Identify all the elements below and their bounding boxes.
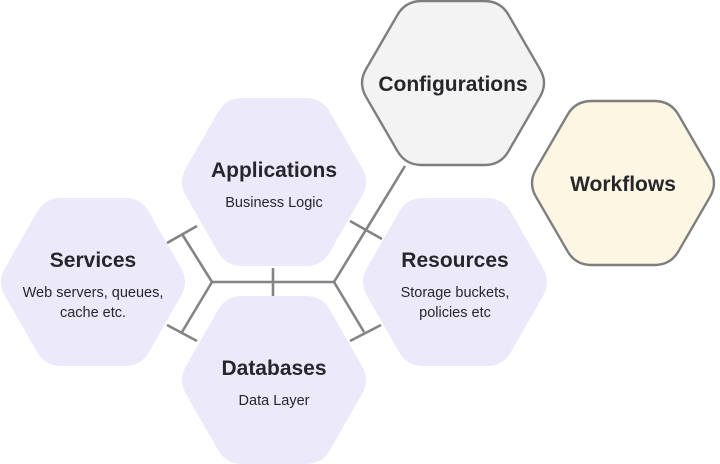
hex-shape-applications xyxy=(181,98,367,266)
hex-subtitle-databases: Data Layer xyxy=(239,393,310,409)
hex-node-configurations: Configurations xyxy=(360,0,546,167)
hex-shape-services xyxy=(0,198,186,366)
connector-hub-right-to-configurations xyxy=(332,165,407,283)
connector-tbar-services-upper xyxy=(166,224,198,245)
hex-subtitle-resources: Storage buckets, xyxy=(401,285,510,301)
hex-subtitle-services: Web servers, queues, xyxy=(23,285,164,301)
hex-shape-workflows xyxy=(530,99,716,267)
hex-subtitle-services: cache etc. xyxy=(60,305,126,321)
hex-shape-resources xyxy=(362,198,548,366)
connector-tbar-resources-lower xyxy=(349,323,382,343)
hex-subtitle-applications: Business Logic xyxy=(225,195,323,211)
connector-tbar-resources-upper xyxy=(349,219,383,241)
hex-title-applications: Applications xyxy=(211,159,337,182)
hex-title-services: Services xyxy=(50,249,136,272)
hex-node-workflows: Workflows xyxy=(530,99,716,267)
connector-hub-left-to-services-lower xyxy=(180,281,214,333)
hex-title-resources: Resources xyxy=(401,249,508,272)
connector-hub-left-to-services-upper xyxy=(180,233,214,283)
hex-title-configurations: Configurations xyxy=(378,73,527,96)
connectors xyxy=(166,165,407,343)
hex-title-databases: Databases xyxy=(221,357,326,380)
connector-hub-right-to-resources-lower xyxy=(332,281,366,333)
hex-subtitle-resources: policies etc xyxy=(419,305,491,321)
hex-shape-configurations xyxy=(360,0,546,167)
hex-shape-databases xyxy=(181,296,367,464)
connector-tbar-services-lower xyxy=(166,323,198,343)
hex-title-workflows: Workflows xyxy=(570,173,676,196)
